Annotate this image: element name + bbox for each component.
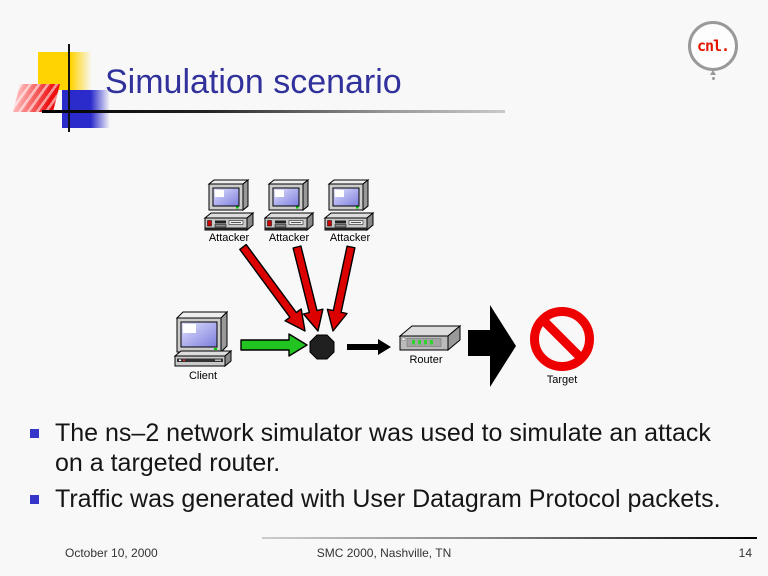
- attacker-2-icon: [264, 179, 314, 231]
- footer-venue: SMC 2000, Nashville, TN: [316, 546, 452, 560]
- router-icon: [398, 324, 462, 352]
- footer-rule: [262, 537, 757, 539]
- decoration-vertical-line: [68, 44, 70, 132]
- client-icon: [173, 310, 233, 368]
- attack-arrow-2: [292, 245, 324, 332]
- attacker-1-icon: [204, 179, 254, 231]
- attacker-2-label: Attacker: [268, 232, 310, 244]
- attack-arrow-3: [326, 245, 356, 332]
- page-title: Simulation scenario: [105, 63, 402, 101]
- bullet-text-2: Traffic was generated with User Datagram…: [55, 485, 721, 513]
- cnl-logo-text: cnl.: [696, 37, 730, 55]
- to-target-arrow: [468, 305, 516, 387]
- client-arrow: [240, 333, 308, 357]
- footer-date: October 10, 2000: [65, 546, 158, 560]
- decoration-yellow-square: [38, 52, 92, 90]
- footer-page-number: 14: [738, 546, 752, 560]
- bullet-text-1: The ns–2 network simulator was used to s…: [55, 419, 711, 477]
- cnl-logo: cnl.: [688, 21, 738, 71]
- target-sign: [530, 307, 594, 371]
- cnl-logo-dot: [712, 77, 715, 80]
- target-label: Target: [546, 374, 578, 386]
- decoration-blue-square: [62, 90, 110, 128]
- client-label: Client: [188, 370, 218, 382]
- title-underline: [42, 110, 505, 113]
- bullet-item-2: Traffic was generated with User Datagram…: [30, 484, 742, 514]
- bullet-item-1: The ns–2 network simulator was used to s…: [30, 418, 742, 478]
- router-label: Router: [409, 354, 443, 366]
- bullet-marker: [30, 429, 39, 438]
- bullet-marker: [30, 495, 39, 504]
- congestion-node: [309, 334, 335, 360]
- attacker-3-icon: [324, 179, 374, 231]
- attack-arrows: [239, 243, 356, 332]
- attacker-3-label: Attacker: [329, 232, 371, 244]
- to-router-arrow: [347, 339, 391, 355]
- attacker-1-label: Attacker: [208, 232, 250, 244]
- cnl-logo-stem: [710, 70, 716, 75]
- attack-arrow-1: [239, 243, 306, 332]
